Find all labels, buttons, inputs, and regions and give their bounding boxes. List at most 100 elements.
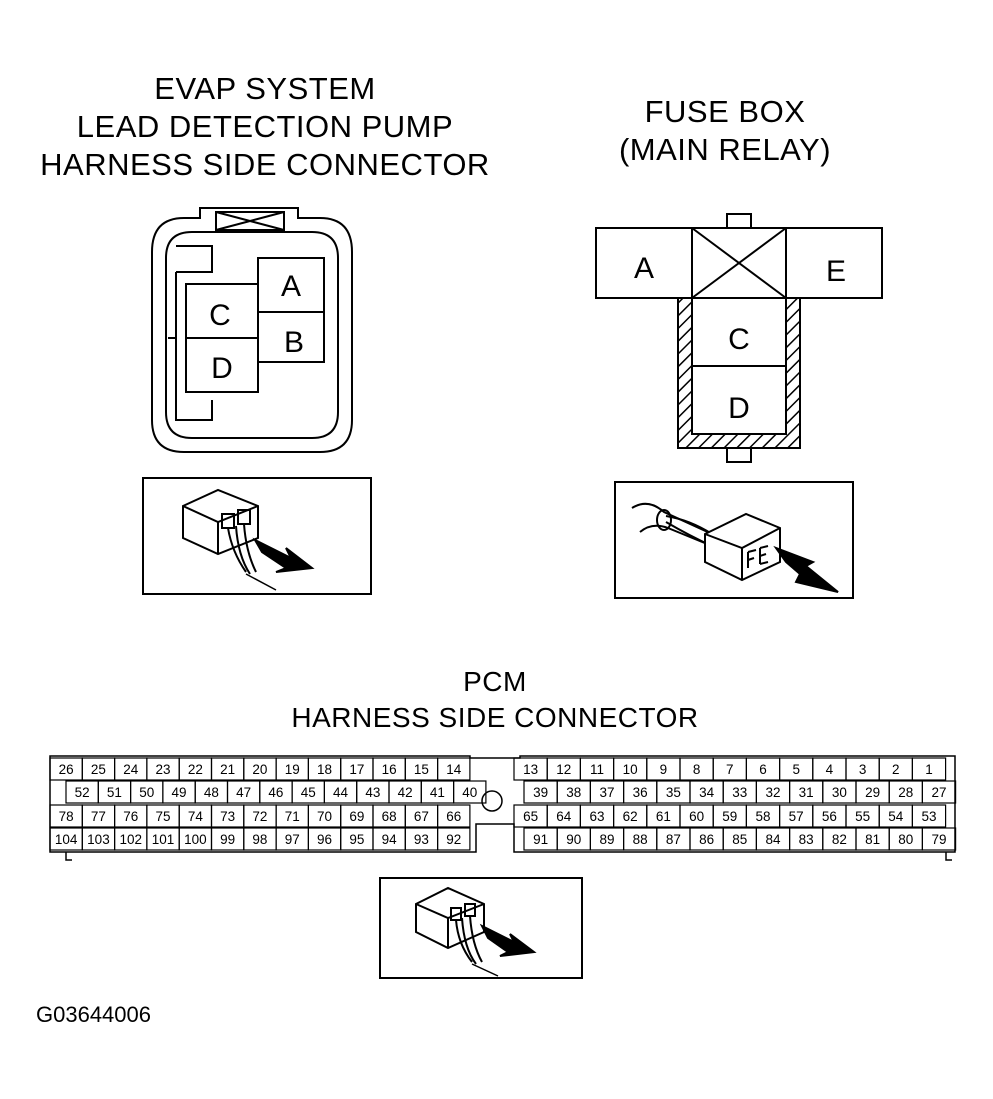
fuse-title-line-1: FUSE BOX xyxy=(644,94,806,129)
pcm-pin-82: 82 xyxy=(832,832,847,847)
pcm-pin-71: 71 xyxy=(285,809,300,824)
pcm-pin-73: 73 xyxy=(220,809,235,824)
pcm-pin-59: 59 xyxy=(722,809,737,824)
pcm-pin-49: 49 xyxy=(172,785,187,800)
pcm-pin-11: 11 xyxy=(590,762,604,777)
pcm-pin-29: 29 xyxy=(865,785,880,800)
fuse-probe-view-box xyxy=(614,481,854,599)
pcm-pin-79: 79 xyxy=(931,832,946,847)
pcm-pin-39: 39 xyxy=(533,785,548,800)
pcm-pin-24: 24 xyxy=(123,762,139,777)
pcm-pin-20: 20 xyxy=(252,762,267,777)
pcm-pin-68: 68 xyxy=(382,809,397,824)
pcm-pin-89: 89 xyxy=(599,832,614,847)
pcm-right-foot xyxy=(945,852,952,861)
fuse-relay-probe-icon xyxy=(631,502,781,582)
evap-terminal-b: B xyxy=(284,326,304,359)
pcm-pin-15: 15 xyxy=(414,762,429,777)
pcm-pin-75: 75 xyxy=(156,809,171,824)
pcm-pin-cell xyxy=(437,827,471,851)
fuse-terminal-e: E xyxy=(826,255,846,288)
pcm-pin-40: 40 xyxy=(462,785,477,800)
pcm-pin-45: 45 xyxy=(301,785,316,800)
evap-title-line-1: EVAP SYSTEM xyxy=(154,71,376,106)
pcm-pin-7: 7 xyxy=(726,762,734,777)
evap-inner-guide xyxy=(168,245,213,421)
evap-connector-title: EVAP SYSTEM LEAD DETECTION PUMP HARNESS … xyxy=(20,70,510,184)
fuse-arrow-icon xyxy=(773,545,839,593)
pcm-pin-96: 96 xyxy=(317,832,332,847)
pcm-pin-54: 54 xyxy=(888,809,904,824)
pcm-pin-25: 25 xyxy=(91,762,106,777)
fuse-x-mark-icon xyxy=(691,227,787,299)
pcm-pin-3: 3 xyxy=(859,762,867,777)
fuse-top-tab xyxy=(726,213,752,229)
pcm-pin-74: 74 xyxy=(188,809,204,824)
pcm-pin-cell xyxy=(921,780,957,804)
pcm-pin-98: 98 xyxy=(252,832,267,847)
pcm-pin-97: 97 xyxy=(285,832,300,847)
evap-terminal-cell-d xyxy=(185,337,259,393)
pcm-pin-cell xyxy=(911,804,947,828)
pcm-pin-13: 13 xyxy=(523,762,538,777)
pcm-pin-35: 35 xyxy=(666,785,681,800)
pcm-pin-60: 60 xyxy=(689,809,704,824)
pcm-pin-77: 77 xyxy=(91,809,106,824)
pcm-pin-90: 90 xyxy=(566,832,581,847)
fuse-box-connector xyxy=(595,213,883,463)
pcm-pin-85: 85 xyxy=(732,832,747,847)
pcm-pin-17: 17 xyxy=(349,762,364,777)
pcm-pin-44: 44 xyxy=(333,785,349,800)
pcm-pin-33: 33 xyxy=(732,785,747,800)
pcm-pin-36: 36 xyxy=(633,785,648,800)
pcm-pin-81: 81 xyxy=(865,832,880,847)
pcm-pin-38: 38 xyxy=(566,785,581,800)
pcm-pin-16: 16 xyxy=(382,762,397,777)
fuse-terminal-cell-d xyxy=(691,365,787,435)
pcm-pin-61: 61 xyxy=(656,809,671,824)
evap-probe-view-box xyxy=(142,477,372,595)
pcm-pin-76: 76 xyxy=(123,809,138,824)
pcm-pin-66: 66 xyxy=(446,809,461,824)
pcm-pin-1: 1 xyxy=(925,762,933,777)
evap-connector-probe-icon xyxy=(182,488,277,591)
pcm-pin-cell xyxy=(921,827,957,851)
pcm-pin-92: 92 xyxy=(446,832,461,847)
pcm-pin-87: 87 xyxy=(666,832,681,847)
figure-code: G03644006 xyxy=(36,1002,151,1027)
pcm-pin-104: 104 xyxy=(55,832,78,847)
pcm-pin-34: 34 xyxy=(699,785,715,800)
fuse-hatched-housing xyxy=(677,297,801,449)
evap-lock-tab-icon xyxy=(215,211,285,231)
pcm-pin-80: 80 xyxy=(898,832,913,847)
pcm-pin-100: 100 xyxy=(184,832,207,847)
pcm-title-line-2: HARNESS SIDE CONNECTOR xyxy=(291,702,699,733)
pcm-connector-probe-icon xyxy=(415,886,499,977)
pcm-pin-52: 52 xyxy=(75,785,90,800)
fuse-terminal-c: C xyxy=(728,323,750,356)
pcm-pin-cell xyxy=(911,757,947,781)
pcm-pin-cell xyxy=(437,757,471,781)
fuse-title-line-2: (MAIN RELAY) xyxy=(618,132,832,167)
evap-terminal-d: D xyxy=(211,352,233,385)
evap-connector-outer-shell xyxy=(151,207,353,453)
pcm-pin-22: 22 xyxy=(188,762,203,777)
pcm-pin-72: 72 xyxy=(252,809,267,824)
pcm-pin-70: 70 xyxy=(317,809,332,824)
pcm-pin-47: 47 xyxy=(236,785,251,800)
pcm-pin-95: 95 xyxy=(349,832,364,847)
pcm-pin-102: 102 xyxy=(119,832,142,847)
pcm-center-hole xyxy=(481,790,503,812)
pcm-pin-99: 99 xyxy=(220,832,235,847)
pcm-pin-65: 65 xyxy=(523,809,538,824)
pcm-pin-53: 53 xyxy=(921,809,936,824)
pcm-arrow-icon xyxy=(479,923,537,957)
pcm-pin-83: 83 xyxy=(799,832,814,847)
pcm-pin-56: 56 xyxy=(822,809,837,824)
pcm-pin-46: 46 xyxy=(268,785,283,800)
pcm-pin-18: 18 xyxy=(317,762,332,777)
evap-terminal-a: A xyxy=(281,270,301,303)
fuse-bottom-tab xyxy=(726,447,752,463)
